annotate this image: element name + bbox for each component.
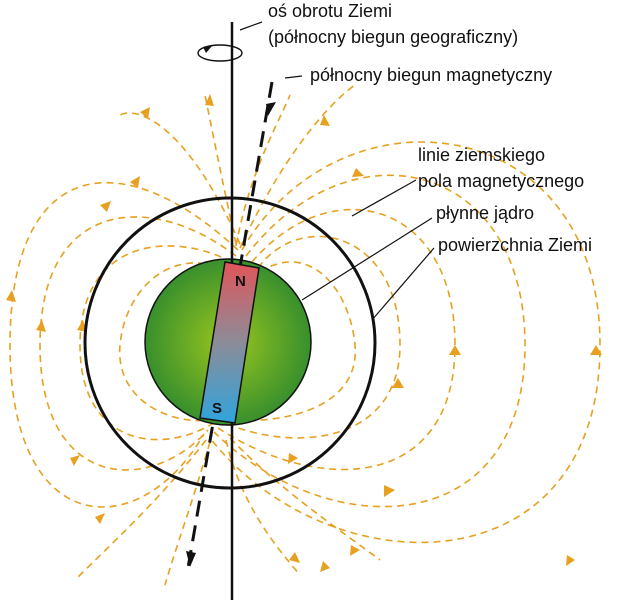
- field-arrow: [205, 94, 214, 106]
- magnetic-north-leader: [284, 75, 303, 79]
- field-line: [79, 245, 233, 441]
- field-arrow: [36, 320, 46, 332]
- field-line: [119, 112, 241, 245]
- field-arrow: [6, 290, 16, 302]
- field-lines-leader: [351, 179, 417, 217]
- field-line: [204, 94, 237, 245]
- liquid-core-label: płynne jądro: [436, 203, 534, 223]
- field-arrow: [350, 545, 360, 556]
- field-lines: [9, 84, 601, 586]
- magnetic-north-arrowhead: [266, 102, 276, 116]
- field-arrow: [566, 555, 575, 566]
- field-arrow: [288, 453, 298, 464]
- field-arrow: [384, 485, 395, 497]
- field-line: [229, 437, 381, 561]
- rotation-axis-leader: [239, 21, 263, 31]
- field-line: [235, 94, 291, 247]
- field-line: [9, 181, 239, 508]
- earth-surface-leader: [371, 247, 435, 321]
- field-lines-label-line2: pola magnetycznego: [418, 171, 584, 191]
- earth-surface-label: powierzchnia Ziemi: [438, 235, 592, 255]
- magnetic-north-label: północny biegun magnetyczny: [310, 65, 552, 85]
- field-arrow: [392, 378, 404, 388]
- field-line: [39, 216, 237, 471]
- rotation-arrow-icon: [197, 44, 243, 62]
- field-arrow: [289, 552, 300, 563]
- field-arrow: [352, 168, 364, 177]
- field-line: [164, 441, 211, 586]
- rotation-axis-label-line1: oś obrotu Ziemi: [268, 1, 392, 21]
- field-line: [209, 141, 601, 544]
- liquid-core-leader: [301, 217, 433, 301]
- rotation-axis-label-line2: (północny biegun geograficzny): [268, 27, 518, 47]
- field-arrow: [95, 513, 105, 524]
- field-line: [119, 262, 229, 422]
- field-arrows: [6, 94, 602, 572]
- field-line: [74, 439, 207, 581]
- field-line: [239, 84, 356, 249]
- magnet-south-label: S: [212, 400, 222, 417]
- field-arrow: [320, 115, 330, 126]
- earth-surface-circle: [83, 196, 377, 490]
- magnet-north-label: N: [235, 273, 246, 290]
- field-line: [213, 174, 526, 508]
- field-line: [221, 235, 401, 439]
- field-line: [225, 261, 356, 422]
- field-arrow: [100, 201, 111, 212]
- field-arrow: [449, 345, 461, 355]
- field-lines-label-line1: linie ziemskiego: [418, 145, 545, 165]
- field-line: [217, 208, 456, 471]
- field-arrow: [590, 345, 602, 355]
- bar-magnet: N S: [199, 261, 260, 424]
- magnetic-axis: [186, 81, 274, 569]
- field-arrow: [130, 176, 140, 188]
- field-arrow: [320, 561, 330, 572]
- magnetic-south-arrowhead: [186, 551, 196, 567]
- field-arrow: [70, 455, 80, 466]
- field-arrow: [140, 107, 150, 119]
